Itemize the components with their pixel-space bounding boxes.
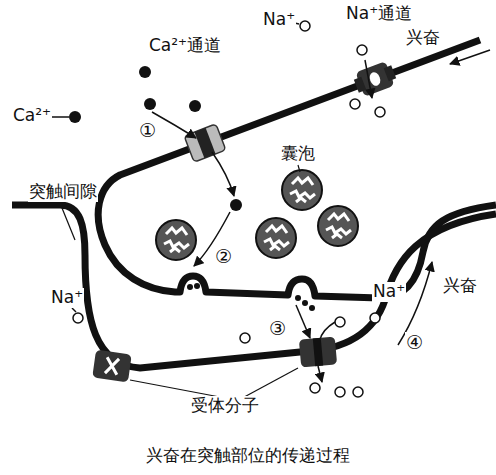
- ion-label: Na⁺: [372, 282, 406, 302]
- receptor-label: 受体分子: [190, 396, 260, 416]
- ion-label: Na⁺: [50, 288, 84, 308]
- vesicle-label: 囊泡: [280, 144, 316, 164]
- ion-label: Ca²⁺: [12, 106, 52, 126]
- figure-caption: 兴奋在突触部位的传递过程: [145, 446, 351, 466]
- excitation-label: 兴奋: [442, 276, 478, 296]
- channel-label: Ca²⁺通道: [148, 36, 222, 56]
- cleft-label: 突触间隙: [28, 182, 98, 202]
- callout-number: ④: [405, 332, 424, 354]
- callout-number: ①: [138, 120, 157, 142]
- channel-label: Na⁺通道: [345, 4, 413, 24]
- callout-number: ②: [214, 246, 233, 268]
- ion-label: Na⁺: [262, 10, 296, 30]
- excitation-label: 兴奋: [405, 28, 441, 48]
- callout-number: ③: [268, 318, 287, 340]
